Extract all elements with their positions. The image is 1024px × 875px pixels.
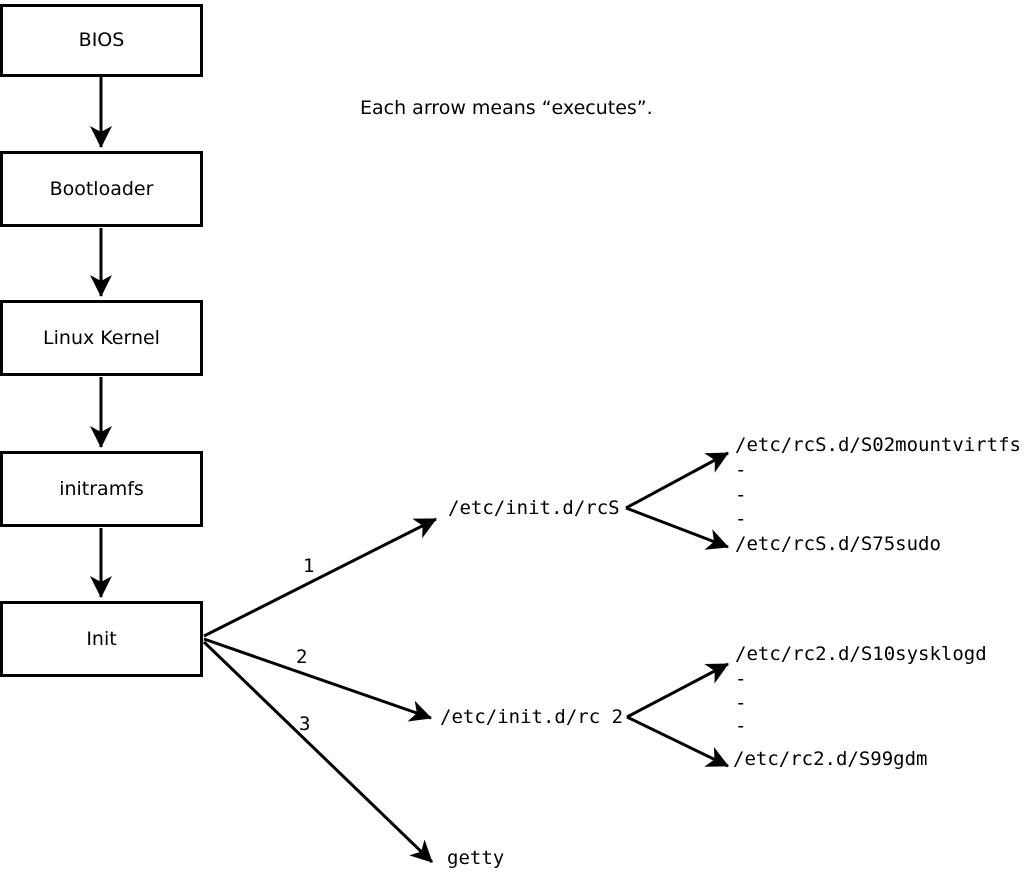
arrow-rcS-to-last-script xyxy=(625,506,729,550)
arrow-init-to-rc2 xyxy=(203,637,432,722)
node-bootloader: Bootloader xyxy=(0,151,203,227)
rc2-ellipsis-dash: - xyxy=(735,692,747,714)
arrow-rcS-to-first-script xyxy=(625,451,729,510)
arrow-init-to-getty xyxy=(202,640,434,864)
rcS-ellipsis-dash: - xyxy=(735,459,747,481)
annotation-text: Each arrow means “executes”. xyxy=(360,97,653,119)
node-init-label: Init xyxy=(86,627,117,650)
rc2-ellipsis-dash: - xyxy=(735,668,747,690)
node-linux-kernel-label: Linux Kernel xyxy=(43,326,160,349)
arrow-rc2-to-first-script xyxy=(626,662,729,719)
branch-order-2: 2 xyxy=(296,646,308,668)
node-bios: BIOS xyxy=(0,4,203,77)
node-init: Init xyxy=(0,601,203,677)
rcS-ellipsis-dash: - xyxy=(735,484,747,506)
branch-order-1: 1 xyxy=(303,555,315,577)
rc2-script-last: /etc/rc2.d/S99gdm xyxy=(733,748,928,770)
arrow-init-to-rcS xyxy=(203,517,437,638)
node-rcS-path: /etc/init.d/rcS xyxy=(448,497,620,519)
rcS-script-last: /etc/rcS.d/S75sudo xyxy=(735,533,941,555)
arrow-rc2-to-last-script xyxy=(626,715,729,768)
node-rc2-path: /etc/init.d/rc 2 xyxy=(440,706,624,728)
node-getty: getty xyxy=(447,847,505,869)
node-initramfs: initramfs xyxy=(0,451,203,527)
branch-order-3: 3 xyxy=(299,713,311,735)
node-bootloader-label: Bootloader xyxy=(49,177,154,200)
node-linux-kernel: Linux Kernel xyxy=(0,300,203,376)
node-bios-label: BIOS xyxy=(78,29,125,51)
rcS-ellipsis-dash: - xyxy=(735,508,747,530)
rcS-script-first: /etc/rcS.d/S02mountvirtfs xyxy=(735,434,1021,456)
rc2-ellipsis-dash: - xyxy=(735,715,747,737)
node-initramfs-label: initramfs xyxy=(59,477,144,500)
rc2-script-first: /etc/rc2.d/S10sysklogd xyxy=(735,643,987,665)
